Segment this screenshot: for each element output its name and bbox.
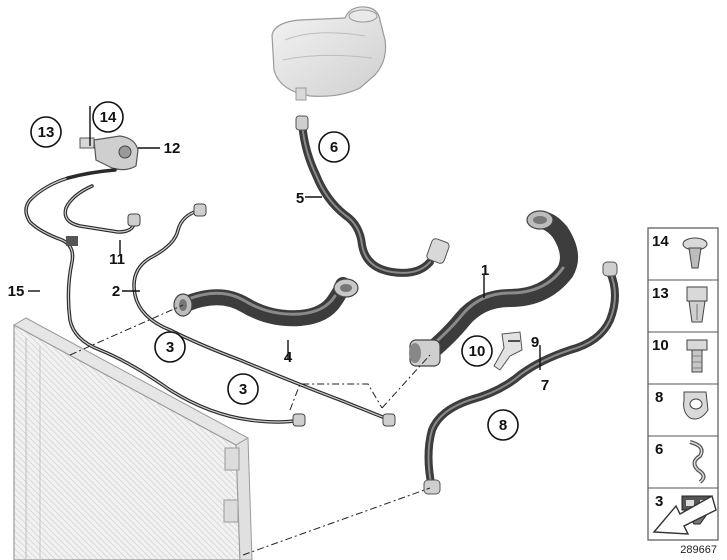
- callout-9: 9: [531, 334, 539, 351]
- callout-circle-3a: [154, 331, 186, 363]
- side-label-6: 6: [655, 441, 663, 458]
- callout-3a: 3: [166, 339, 174, 356]
- callout-14: 14: [100, 109, 117, 126]
- callout-10: 10: [469, 343, 486, 360]
- callout-6: 6: [330, 139, 338, 156]
- callout-1: 1: [481, 262, 489, 279]
- hose-clip-icon: [683, 391, 709, 420]
- callout-8: 8: [499, 417, 507, 434]
- small-parts-panel: 14 13 10 8 6: [647, 227, 719, 541]
- screw-rivet-icon: [682, 237, 708, 269]
- bolt-icon: [686, 339, 708, 373]
- hose-7: [423, 261, 619, 495]
- connector-12: [79, 135, 139, 171]
- reference-number: 289667: [680, 544, 717, 556]
- callout-13: 13: [38, 124, 55, 141]
- side-label-8: 8: [655, 389, 663, 406]
- callout-circle-10: [461, 335, 493, 367]
- callout-circle-6: [318, 131, 350, 163]
- callout-circle-8: [487, 409, 519, 441]
- pipe-15: [24, 168, 306, 427]
- callout-11: 11: [109, 251, 125, 268]
- callouts: 1 2 3 3 4 5 6 7 8 9 10 11 12 13 14 15: [8, 101, 549, 441]
- callout-3b: 3: [239, 381, 247, 398]
- spring-clamp-icon: [689, 440, 706, 484]
- expansion-tank: [271, 6, 387, 101]
- expanding-nut-icon: [686, 286, 708, 323]
- callout-circle-14: [92, 101, 124, 133]
- connection-lines: [69, 304, 431, 556]
- side-label-3: 3: [655, 493, 663, 510]
- callout-5: 5: [296, 190, 304, 207]
- side-label-10: 10: [652, 337, 669, 354]
- hose-4: [173, 277, 359, 327]
- side-label-14: 14: [652, 233, 669, 250]
- pipe-11: [63, 184, 141, 234]
- callout-4: 4: [284, 349, 293, 366]
- side-label-13: 13: [652, 285, 669, 302]
- hose-5: [295, 115, 450, 277]
- callout-circle-3b: [227, 373, 259, 405]
- callout-7: 7: [541, 377, 549, 394]
- hose-1: [409, 210, 578, 367]
- callout-12: 12: [164, 140, 181, 157]
- bracket-9: [493, 331, 523, 371]
- direction-arrow-icon: [652, 494, 717, 535]
- callout-2: 2: [112, 283, 120, 300]
- leader-lines: [28, 106, 541, 370]
- callout-circle-13: [30, 116, 62, 148]
- pipe-2: [132, 203, 396, 427]
- radiator: [12, 317, 253, 560]
- callout-15: 15: [8, 283, 25, 300]
